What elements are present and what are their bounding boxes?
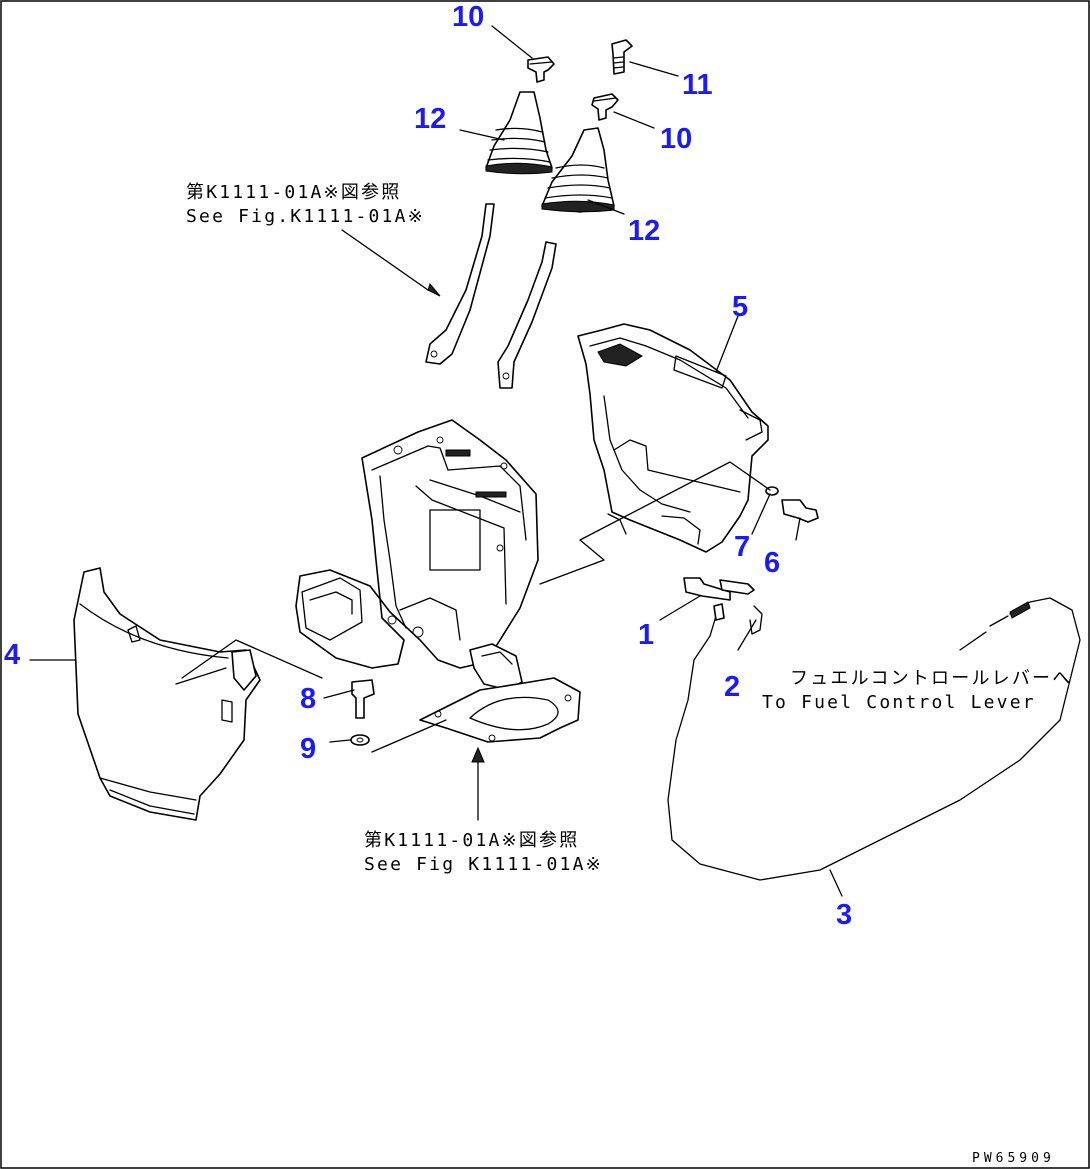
drawing-code: PW65909 [972,1151,1055,1166]
side-cover [577,323,769,553]
callout-1: 1 [638,619,654,651]
bolt-8 [351,679,375,719]
callout-10-right: 10 [660,123,692,155]
pin-6 [781,499,819,523]
callout-11: 11 [682,69,713,101]
ref-note-upper-jp: 第K1111-01A※図参照 [186,182,401,203]
clip-2 [719,579,763,635]
fuel-note-jp: フュエルコントロールレバーへ [790,668,1072,689]
callout-8: 8 [300,683,316,715]
callout-12-left: 12 [414,103,446,135]
bolt-1 [683,577,731,601]
callout-3: 3 [836,899,852,931]
knob-right [591,93,619,121]
callout-4: 4 [4,639,20,671]
boot-left [485,91,553,175]
callout-7: 7 [734,531,750,563]
fuel-cable [667,597,1081,881]
lever-right [497,241,557,389]
ref-note-lower-en: See Fig K1111-01A※ [364,854,603,875]
main-frame [295,419,539,691]
bolt-11 [611,39,633,75]
ref-note-upper-en: See Fig.K1111-01A※ [186,206,425,227]
callout-6: 6 [764,547,780,579]
callout-2: 2 [724,671,740,703]
callout-10-top: 10 [452,1,484,33]
callout-12-right: 12 [628,215,660,247]
base-plate [419,677,581,743]
lever-left [425,203,495,365]
fuel-note-en: To Fuel Control Lever [762,692,1036,713]
callout-5: 5 [732,291,748,323]
leader-lines [29,25,987,897]
ref-note-lower-jp: 第K1111-01A※図参照 [364,830,579,851]
front-cover [73,567,261,821]
boot-right [541,127,615,213]
washer-9 [350,734,370,746]
callout-9: 9 [300,733,316,765]
knob-left [527,56,555,83]
